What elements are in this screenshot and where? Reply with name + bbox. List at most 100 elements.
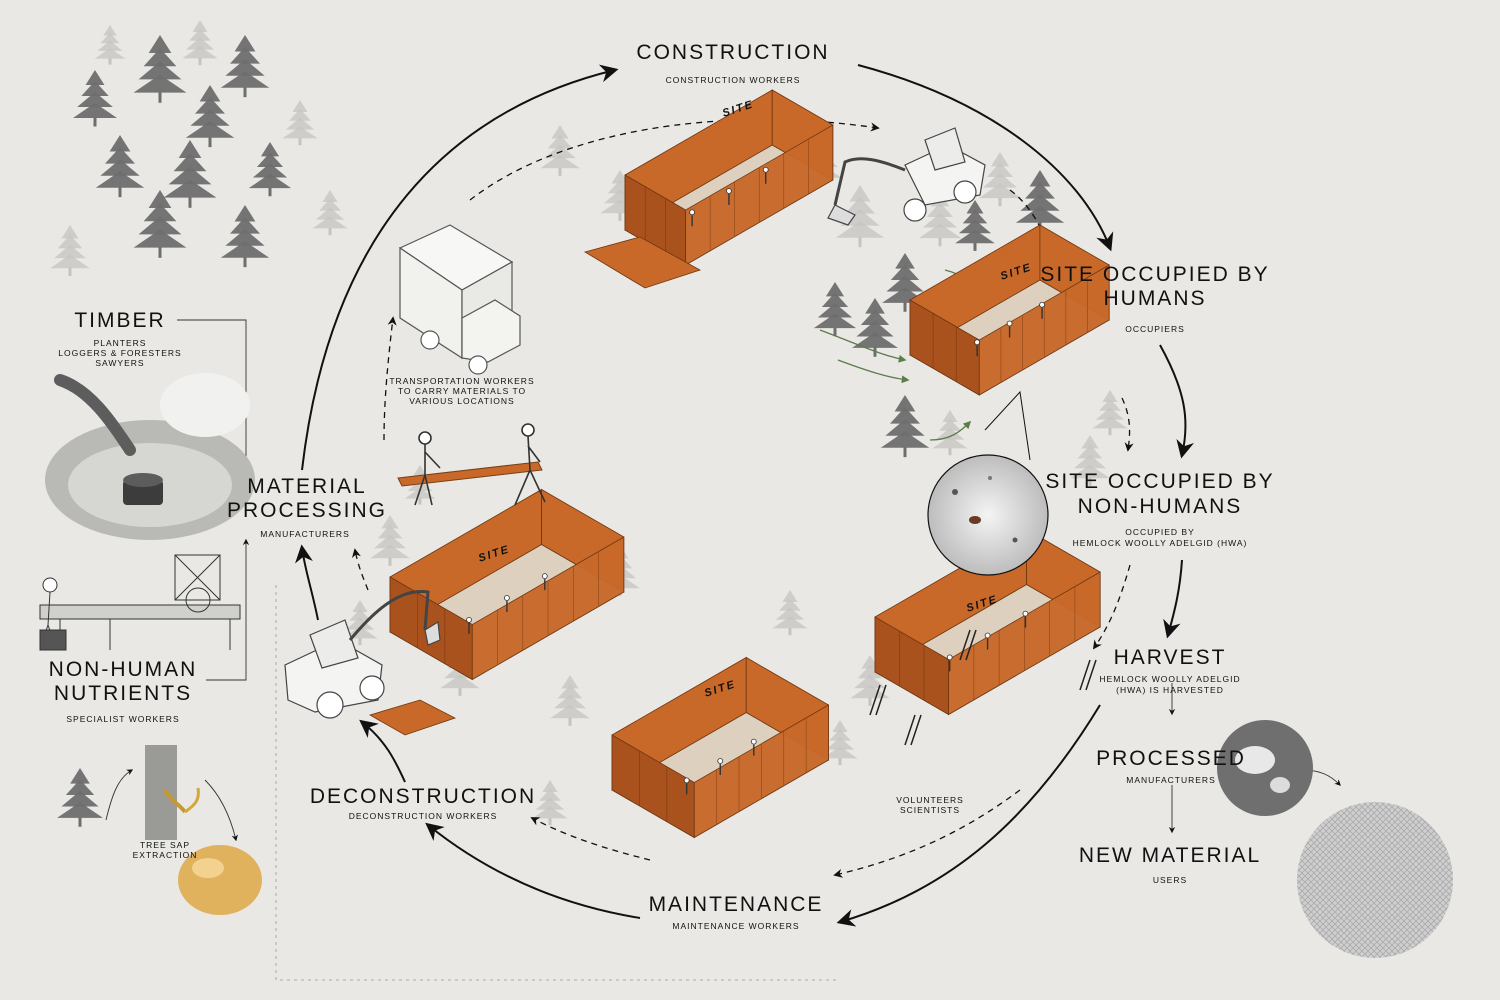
tree-12 [182, 20, 218, 66]
tree-15 [540, 125, 580, 176]
site-structures [368, 89, 1110, 839]
outer-cycle-arrows [295, 64, 1194, 927]
maintenance-title: MAINTENANCE [648, 893, 824, 916]
tree-27 [1092, 390, 1128, 436]
tree-sap-note-1: TREE SAP [139, 840, 191, 850]
volunteers-note-1: VOLUNTEERS [896, 795, 964, 805]
dashed-truck-to-construction [469, 119, 880, 201]
excavator-top [827, 127, 986, 226]
occupied-nonhumans-actors-2: HEMLOCK WOOLLY ADELGID (HWA) [1072, 538, 1248, 548]
arrow-excavator-to-processing [295, 544, 319, 621]
arrow-processing-to-construction [301, 64, 619, 471]
non-human-nutrients-title-1: NON-HUMAN [48, 658, 198, 681]
timber-title: TIMBER [74, 309, 166, 332]
timber-actors-1: PLANTERS [93, 338, 147, 348]
processed-title: PROCESSED [1096, 747, 1246, 770]
transportation-note-2: TO CARRY MATERIALS TO [397, 386, 527, 396]
maintenance-actors: MAINTENANCE WORKERS [672, 921, 800, 931]
occupied-humans-actors: OCCUPIERS [1125, 324, 1185, 334]
tree-23 [813, 282, 857, 337]
tree-1 [133, 35, 187, 103]
construction-actors: CONSTRUCTION WORKERS [665, 75, 801, 85]
forest-trees [50, 20, 1128, 827]
tree-6 [248, 142, 292, 197]
ladder-2 [1079, 659, 1097, 691]
tree-10 [312, 190, 348, 236]
tree-9 [282, 100, 318, 146]
sap-pot-photo [45, 373, 255, 540]
transportation-note-3: VARIOUS LOCATIONS [409, 396, 515, 406]
occupied-nonhumans-title-1: SITE OCCUPIED BY [1045, 470, 1275, 493]
tree-20 [955, 200, 995, 251]
tree-37 [772, 590, 808, 636]
delivery-truck [398, 224, 521, 375]
tree-0 [72, 70, 118, 127]
arrow-nonhumans-to-harvest [1163, 559, 1183, 639]
tree-38 [57, 768, 103, 827]
timber-actors-2: LOGGERS & FORESTERS [58, 348, 182, 358]
tree-29 [370, 515, 410, 566]
tree-28 [1070, 435, 1110, 486]
dashed-harvest-to-maintenance [833, 789, 1021, 878]
new-material-title: NEW MATERIAL [1078, 844, 1262, 867]
volunteers-note-2: SCIENTISTS [899, 805, 961, 815]
dashed-nonhumans-to-harvest-site [1092, 564, 1131, 650]
tree-25 [880, 395, 930, 458]
arrow-occupied-to-nonhumans [1159, 344, 1194, 459]
deconstruction-title: DECONSTRUCTION [309, 785, 537, 808]
tree-sap-extraction [145, 745, 262, 915]
non-human-nutrients-actors: SPECIALIST WORKERS [66, 714, 180, 724]
tree-4 [95, 135, 145, 198]
tree-8 [220, 205, 270, 268]
tree-26 [932, 410, 968, 456]
harvest-actors-2: (HWA) IS HARVESTED [1116, 685, 1224, 695]
occupied-humans-title-1: SITE OCCUPIED BY [1040, 263, 1270, 286]
arrow-construction-to-occupied [857, 64, 1114, 252]
construction-site-box [624, 89, 834, 266]
excavator-bottom [284, 590, 441, 719]
tree-13 [94, 25, 126, 65]
arrow-deconstruction-to-excavator [359, 719, 406, 783]
material-processing-title-2: PROCESSING [226, 499, 388, 522]
plank-carriers [397, 423, 546, 506]
tree-7 [133, 190, 187, 258]
occupied-nonhumans-actors-1: OCCUPIED BY [1125, 527, 1195, 537]
tree-21 [918, 192, 962, 247]
dashed-occupied-to-nonhumans [1121, 397, 1134, 452]
deconstruction-site-box [389, 488, 625, 681]
processed-material-circles [1217, 720, 1453, 958]
transportation-note-1: TRANSPORTATION WORKERS [389, 376, 535, 386]
harvest-title: HARVEST [1113, 646, 1227, 669]
tree-24 [852, 298, 898, 357]
tree-34 [850, 655, 890, 706]
ladder-1 [904, 714, 922, 746]
dashed-excavator-to-occupied [1009, 189, 1050, 247]
dashed-deconstruction-to-processing [351, 548, 369, 591]
tree-36 [532, 780, 568, 826]
ladder-0 [869, 684, 887, 716]
tree-2 [220, 35, 270, 98]
tree-11 [50, 225, 90, 276]
harvest-actors-1: HEMLOCK WOOLLY ADELGID [1099, 674, 1241, 684]
deconstruction-actors: DECONSTRUCTION WORKERS [348, 811, 498, 821]
arrow-maintenance-to-deconstruction [425, 822, 641, 919]
dashed-processing-to-truck [383, 316, 397, 441]
occupied-nonhumans-title-2: NON-HUMANS [1077, 495, 1243, 518]
tree-19 [1015, 170, 1065, 233]
timber-actors-3: SAWYERS [95, 358, 145, 368]
tree-5 [163, 140, 217, 208]
material-processing-actors: MANUFACTURERS [260, 529, 350, 539]
occupied-site-box [909, 224, 1110, 396]
hwa-magnifier [927, 390, 1049, 576]
material-processing-title-1: MATERIAL [247, 475, 367, 498]
tree-sap-note-2: EXTRACTION [132, 850, 198, 860]
processed-actors: MANUFACTURERS [1126, 775, 1216, 785]
tree-32 [550, 675, 590, 726]
maintenance-site-box [611, 656, 830, 839]
tree-30 [342, 600, 378, 646]
tree-35 [822, 720, 858, 766]
sawmill-illustration [39, 554, 241, 651]
dashed-maintenance-to-deconstruction [530, 817, 651, 861]
new-material-actors: USERS [1152, 875, 1188, 885]
tree-3 [185, 85, 235, 148]
